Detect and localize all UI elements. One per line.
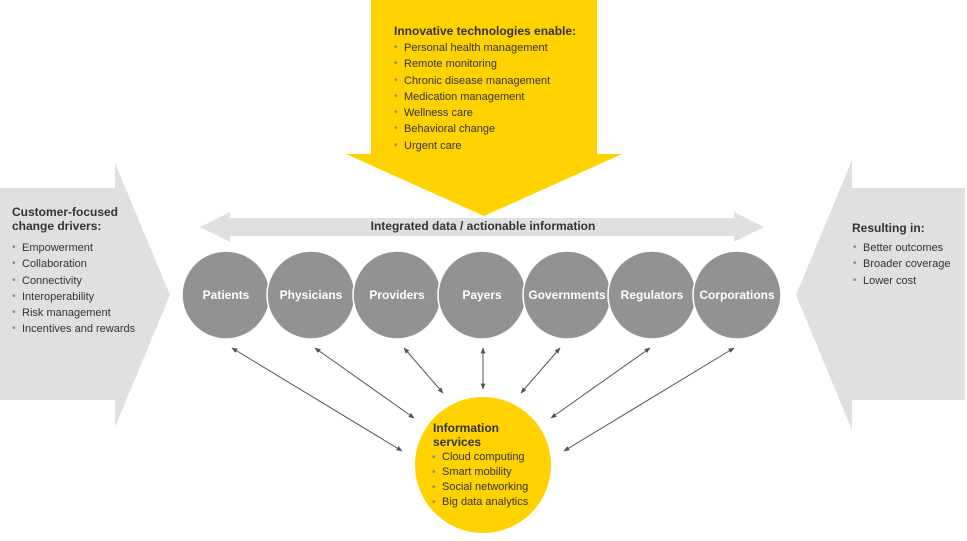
list-item: Connectivity	[12, 273, 135, 290]
list-item: Smart mobility	[432, 465, 528, 480]
list-item: Interoperability	[12, 289, 135, 306]
integrated-data-label: Integrated data / actionable information	[370, 219, 596, 233]
list-item: Broader coverage	[853, 256, 950, 273]
connector-governments	[520, 347, 561, 394]
list-item: Cloud computing	[432, 450, 528, 465]
stakeholder-label-providers: Providers	[369, 288, 425, 302]
stakeholder-label-payers: Payers	[462, 288, 502, 302]
connector-patients	[231, 347, 403, 452]
left-box-list: Empowerment Collaboration Connectivity I…	[12, 240, 135, 338]
information-services-heading: Information services	[433, 421, 499, 449]
top-box-list: Personal health management Remote monito…	[394, 40, 550, 154]
list-item: Collaboration	[12, 256, 135, 273]
stakeholder-label-patients: Patients	[202, 288, 250, 302]
right-box-heading: Resulting in:	[852, 221, 925, 235]
stakeholder-label-physicians: Physicians	[279, 288, 343, 302]
list-item: Better outcomes	[853, 240, 950, 257]
list-item: Empowerment	[12, 240, 135, 257]
list-item: Risk management	[12, 305, 135, 322]
left-box-heading: Customer-focused change drivers:	[12, 205, 119, 233]
connector-arrows	[231, 347, 735, 452]
list-item: Behavioral change	[394, 121, 550, 138]
list-item: Lower cost	[853, 273, 950, 290]
circle-corporations	[692, 250, 782, 340]
list-item: Incentives and rewards	[12, 321, 135, 338]
stakeholder-label-governments: Governments	[528, 288, 606, 302]
list-item: Urgent care	[394, 138, 550, 155]
stakeholder-label-regulators: Regulators	[620, 288, 684, 302]
list-item: Medication management	[394, 89, 550, 106]
integrated-data-banner-arrow	[200, 212, 764, 242]
list-item: Personal health management	[394, 40, 550, 57]
right-box-list: Better outcomes Broader coverage Lower c…	[853, 240, 950, 289]
connector-corporations	[563, 347, 735, 452]
connector-providers	[403, 347, 444, 394]
list-item: Chronic disease management	[394, 73, 550, 90]
right-gray-arrow	[796, 160, 965, 430]
stakeholder-label-corporations: Corporations	[699, 288, 775, 302]
list-item: Remote monitoring	[394, 56, 550, 73]
top-box-heading: Innovative technologies enable:	[394, 24, 577, 38]
list-item: Wellness care	[394, 105, 550, 122]
connector-physicians	[314, 347, 415, 419]
list-item: Big data analytics	[432, 495, 528, 510]
information-services-list: Cloud computing Smart mobility Social ne…	[432, 450, 528, 510]
list-item: Social networking	[432, 480, 528, 495]
stakeholder-circles	[181, 250, 782, 340]
